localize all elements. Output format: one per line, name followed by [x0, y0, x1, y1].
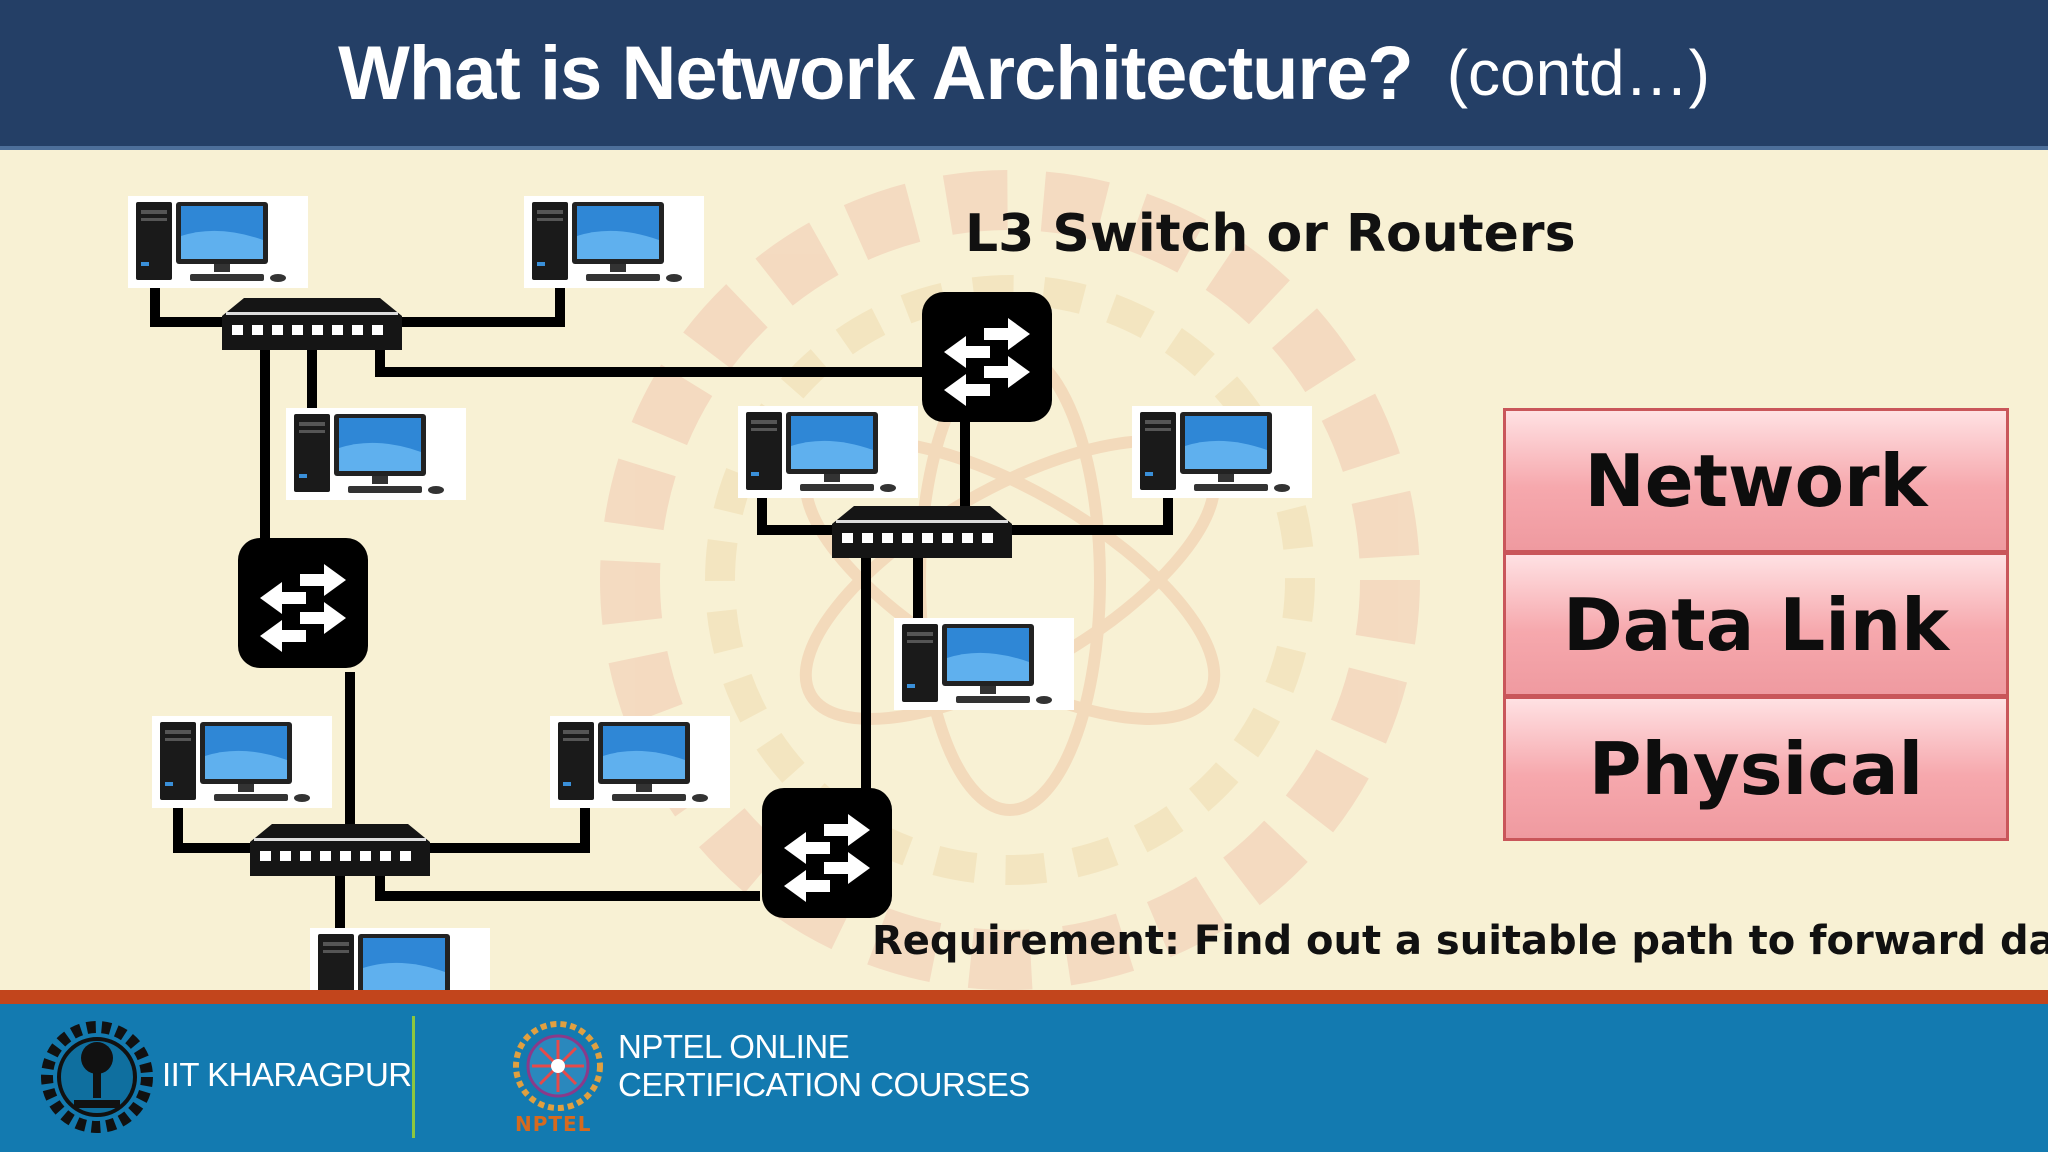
- network-links: [150, 270, 1173, 950]
- switch-top-left: [222, 298, 402, 350]
- footer-stripe: [0, 990, 2048, 1004]
- computer-7: [152, 716, 332, 808]
- iit-emblem-icon: [41, 1021, 153, 1133]
- layer-physical: Physical: [1503, 696, 2009, 841]
- institute-name: IIT KHARAGPUR: [162, 1056, 412, 1093]
- slide-subtitle: (contd…): [1446, 37, 1710, 109]
- computer-1: [128, 196, 308, 288]
- computer-4: [738, 406, 918, 498]
- network-diagram: [128, 170, 1420, 990]
- nptel-logo-icon: [513, 1021, 603, 1111]
- computer-9: [310, 928, 490, 990]
- slide-footer: IIT KHARAGPUR NPTEL NPTEL ONLINE CERTIFI…: [0, 1004, 2048, 1152]
- slide-content: L3 Switch or Routers Network Data Link P…: [0, 150, 2048, 990]
- router-label: L3 Switch or Routers: [965, 204, 1576, 264]
- switch-bottom-left: [250, 824, 430, 876]
- footer-divider: [412, 1016, 415, 1138]
- layer-data-link: Data Link: [1503, 552, 2009, 697]
- computer-2: [524, 196, 704, 288]
- layer-network: Network: [1503, 408, 2009, 553]
- program-line-1: NPTEL ONLINE: [618, 1028, 850, 1065]
- computer-8: [550, 716, 730, 808]
- switch-right: [832, 506, 1012, 558]
- computer-6: [894, 618, 1074, 710]
- router-bottom: [762, 788, 892, 918]
- slide-title: What is Network Architecture?: [338, 30, 1414, 116]
- layer-stack: Network Data Link Physical: [1503, 408, 2009, 841]
- requirement-text: Requirement: Find out a suitable path to…: [872, 918, 2048, 964]
- router-top: [922, 292, 1052, 422]
- program-line-2: CERTIFICATION COURSES: [618, 1066, 1030, 1103]
- router-left: [238, 538, 368, 668]
- computer-3: [286, 408, 466, 500]
- slide-header: What is Network Architecture? (contd…): [0, 0, 2048, 150]
- nptel-mark: NPTEL: [515, 1112, 592, 1136]
- computer-5: [1132, 406, 1312, 498]
